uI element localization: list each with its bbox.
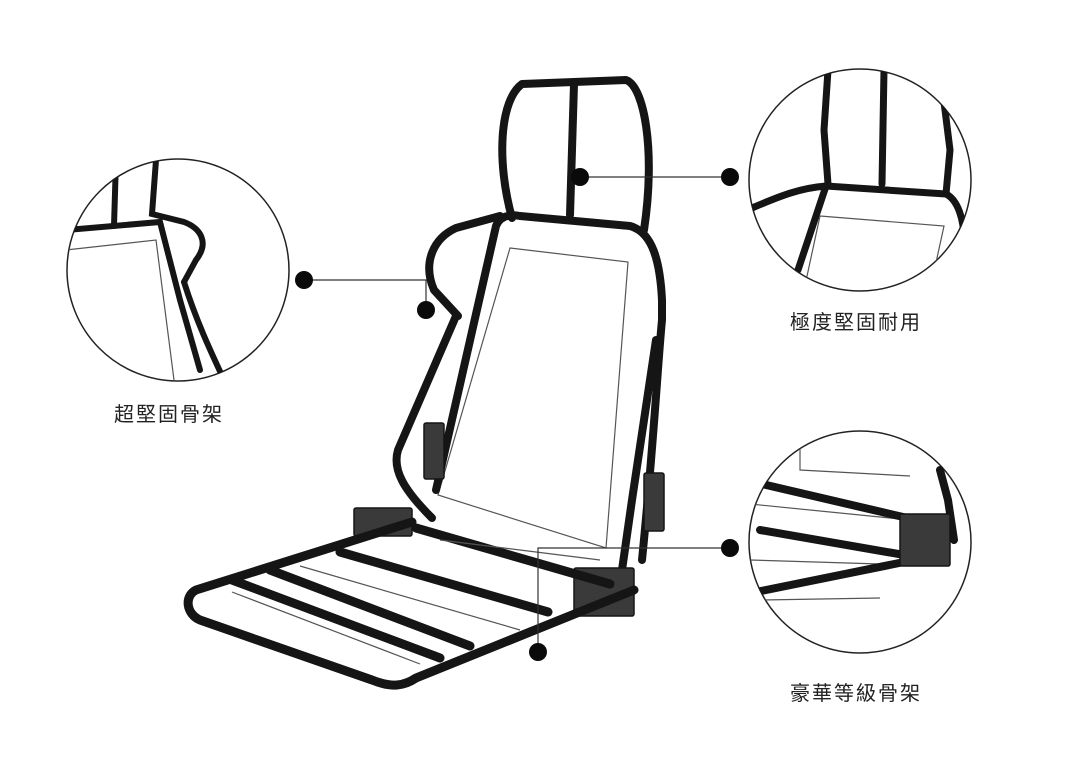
caption-extremely-durable: 極度堅固耐用 [790,310,922,334]
seat-base-frame [183,517,639,690]
backrest-frame [392,211,666,574]
dot-left-inner [417,301,435,319]
zoom-circle-base [748,430,972,654]
dot-base-outer [721,539,739,557]
caption-luxury-grade-frame: 豪華等級骨架 [790,681,922,705]
headrest-frame [498,76,653,234]
dot-headrest-outer [721,168,739,186]
backrest-panel-outline [437,247,629,549]
dot-base-inner [529,643,547,661]
zoom-circle-left [66,158,290,382]
caption-super-sturdy-frame: 超堅固骨架 [114,402,224,426]
dot-headrest [571,168,589,186]
dot-left-outer [295,271,313,289]
zoom-circle-headrest [748,68,972,292]
leader-dots [295,168,739,661]
seat-base-thin-lines [231,539,601,665]
leader-lines [304,176,728,652]
seat-frame [183,76,666,690]
